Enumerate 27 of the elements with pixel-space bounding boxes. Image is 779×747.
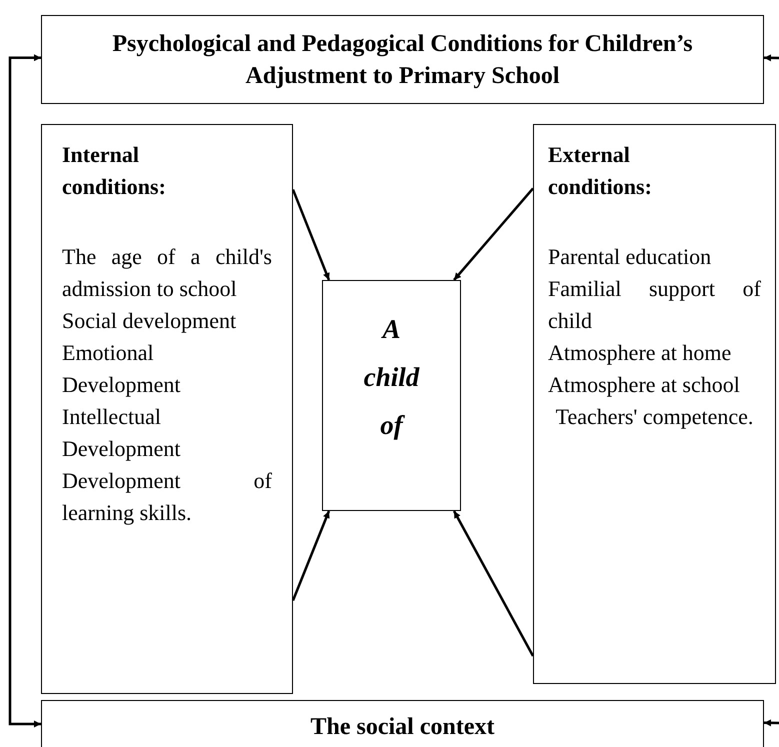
- heading: Internal conditions:: [62, 141, 167, 201]
- arrow: [764, 719, 779, 726]
- condition-item: Familial support of child: [548, 275, 761, 335]
- connector: [8, 54, 41, 728]
- title-box: [41, 15, 764, 104]
- condition-item: Atmosphere at school: [548, 371, 741, 399]
- condition-item: Atmosphere at home: [548, 339, 732, 367]
- condition-item: Development of learning skills.: [62, 467, 272, 527]
- arrow: [764, 54, 779, 62]
- condition-item: Emotional Development: [62, 339, 182, 399]
- arrow: [292, 189, 330, 280]
- condition-item: Intellectual Development: [62, 403, 182, 463]
- heading: The social context: [310, 713, 496, 742]
- condition-box: [41, 124, 293, 694]
- center-box: [322, 280, 461, 511]
- condition-item: The age of a child's admission to school: [62, 243, 272, 303]
- condition-box: [533, 124, 776, 684]
- heading: External conditions:: [548, 141, 653, 201]
- arrow: [292, 510, 330, 601]
- arrow: [453, 188, 534, 281]
- center-label: A child of: [362, 313, 420, 442]
- heading: Psychological and Pedagogical Conditions for Children’s Adjustment to Primary School: [111, 30, 694, 91]
- condition-item: Parental education: [548, 243, 712, 271]
- condition-item: Social development: [62, 307, 238, 335]
- context-box: [41, 700, 764, 747]
- condition-item: Teachers' competence.: [554, 403, 754, 431]
- arrow: [452, 510, 534, 657]
